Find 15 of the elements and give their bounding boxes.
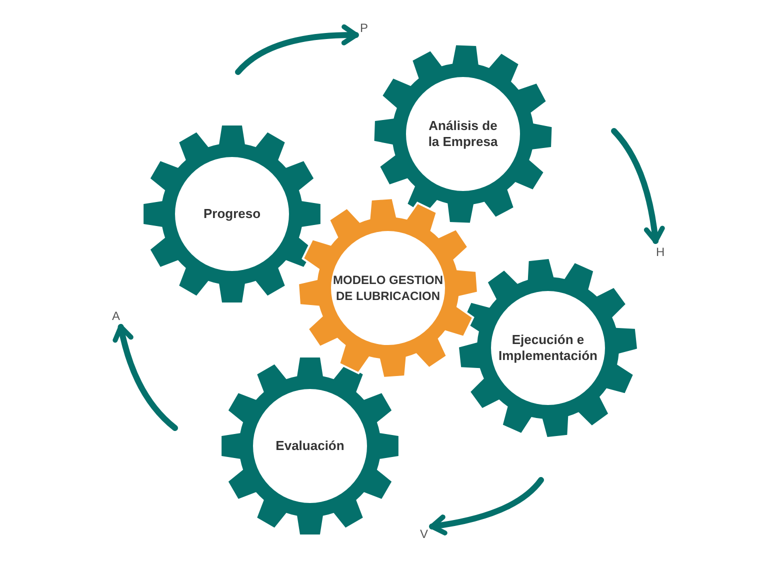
curved-arrow	[235, 24, 359, 75]
curved-arrow	[611, 128, 665, 244]
curved-arrow	[429, 477, 544, 536]
gear	[456, 256, 640, 440]
gear-label: MODELO GESTION DE LUBRICACION	[332, 272, 444, 304]
phase-letter: P	[360, 21, 368, 35]
phase-letter: V	[420, 527, 428, 541]
curved-arrow	[112, 324, 178, 431]
gear-label: Análisis de la Empresa	[427, 118, 499, 150]
phase-letter: A	[112, 309, 120, 323]
gear-label: Progreso	[203, 206, 261, 222]
gear-label: Ejecución e Implementación	[498, 332, 598, 364]
gear-label: Evaluación	[276, 438, 344, 454]
gear	[296, 196, 480, 380]
phase-letter: H	[656, 245, 665, 259]
